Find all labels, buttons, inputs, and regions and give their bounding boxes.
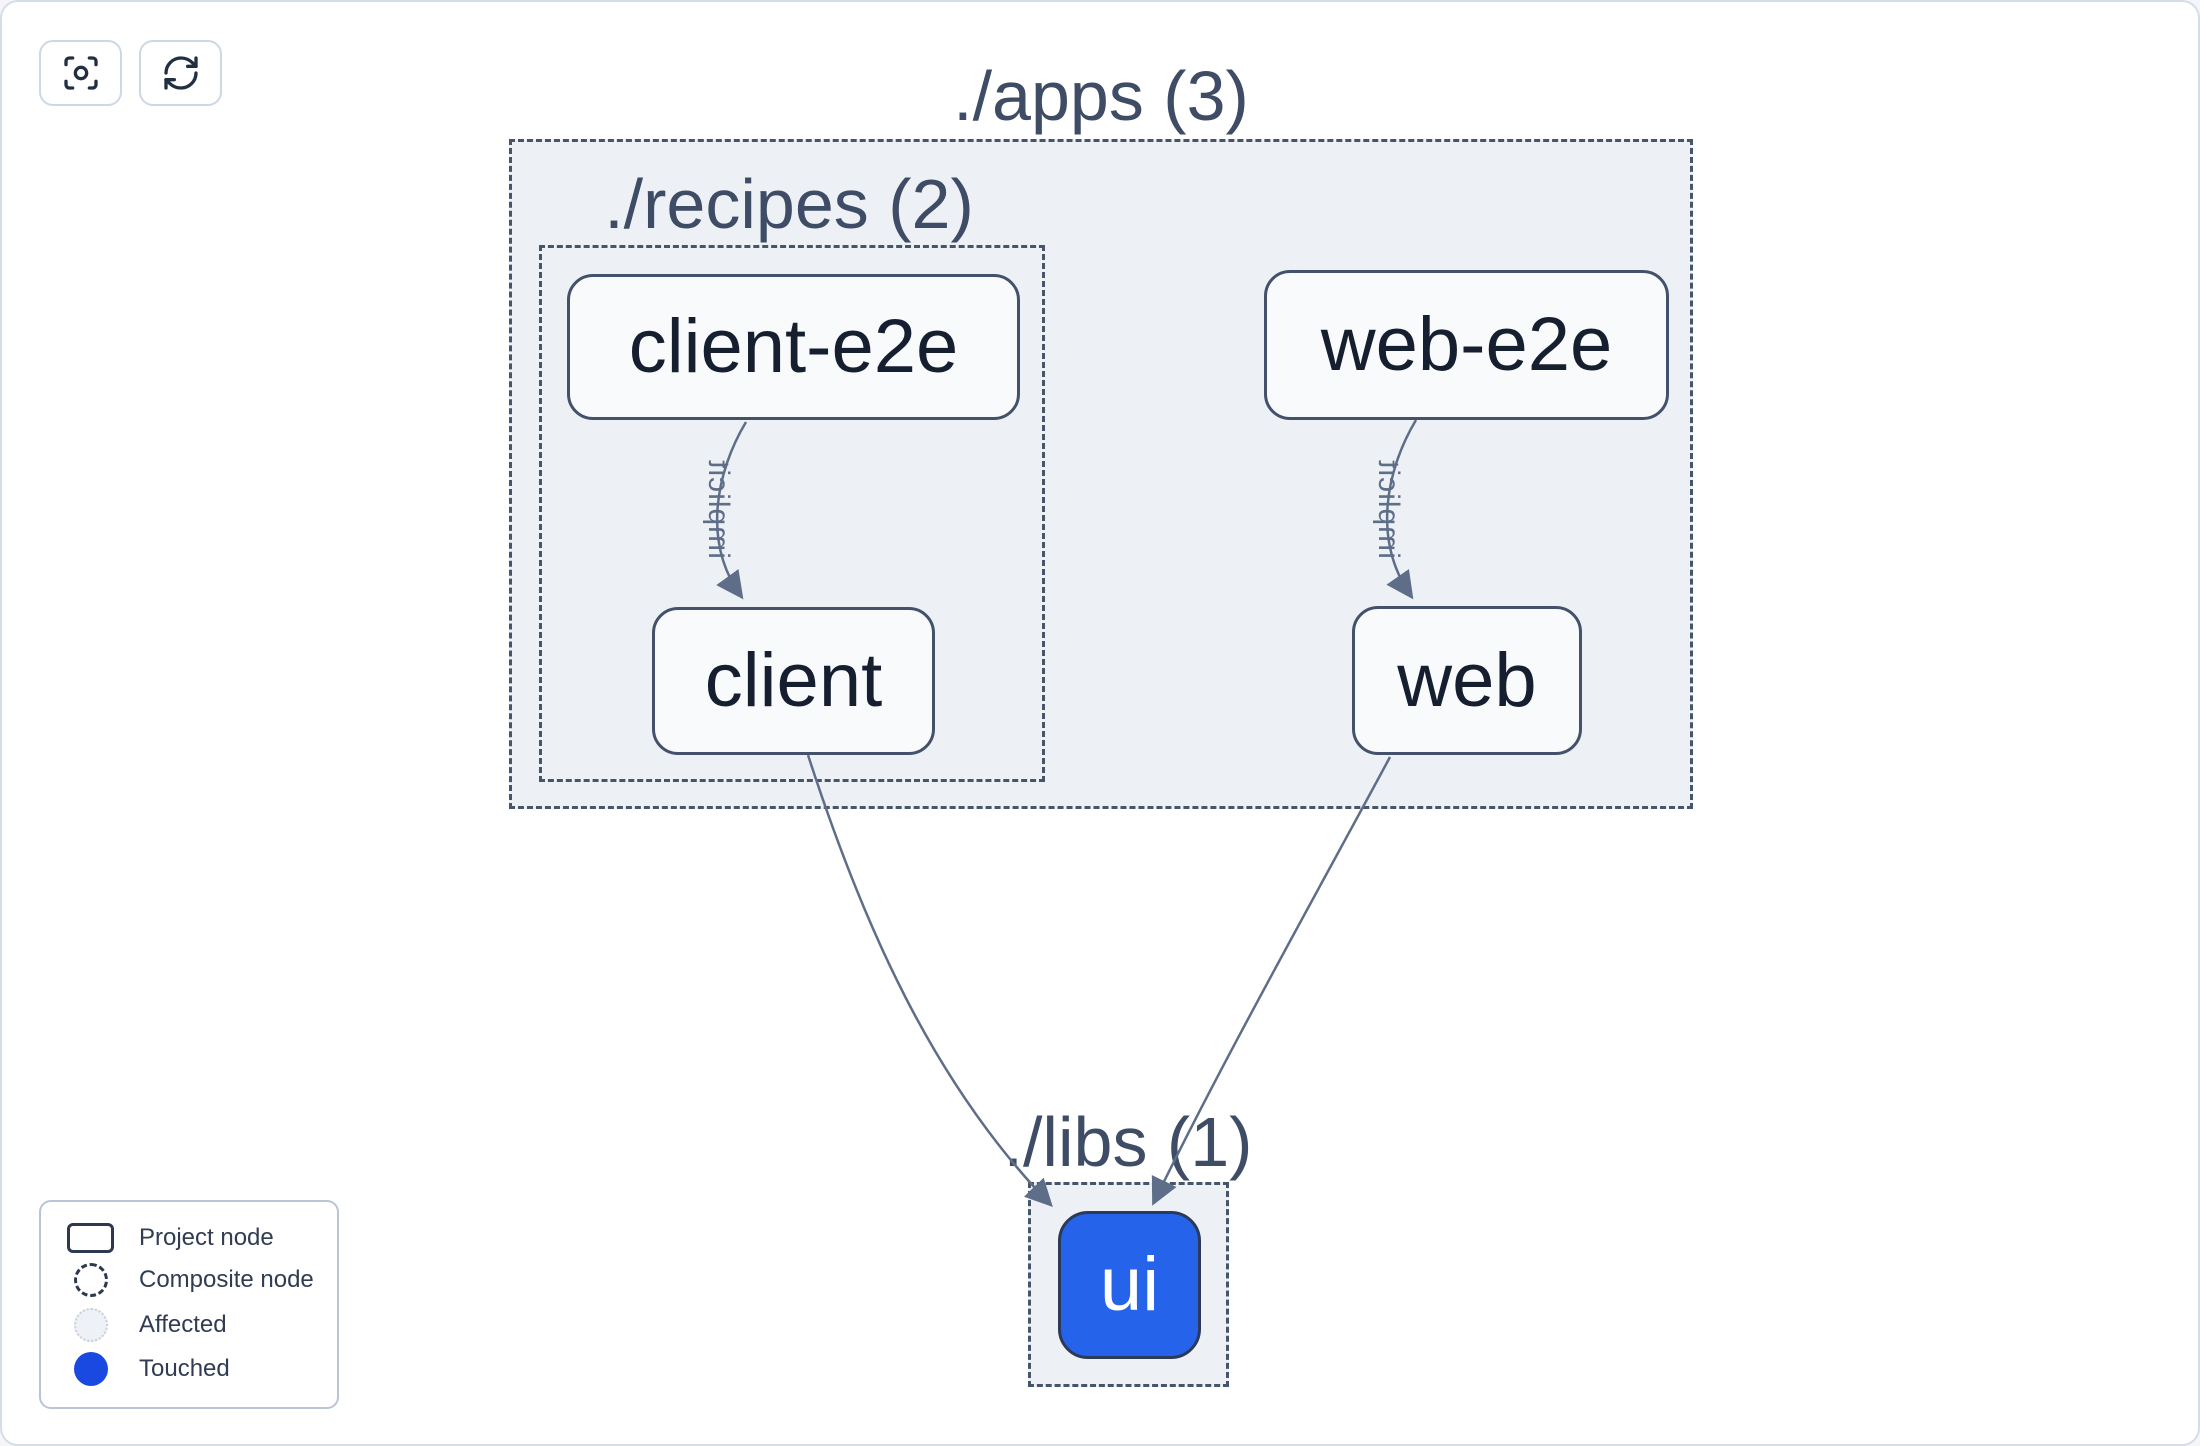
legend-label: Touched <box>139 1354 230 1382</box>
project-node-web-e2e[interactable]: web-e2e <box>1264 270 1669 420</box>
edge-label-implicit: implicit <box>702 459 735 559</box>
legend-item-composite-node: Composite node <box>67 1263 327 1298</box>
project-node-swatch-icon <box>67 1223 114 1254</box>
legend-item-project-node: Project node <box>67 1223 327 1254</box>
legend-label: Composite node <box>139 1266 314 1294</box>
group-title-recipes: ./recipes (2) <box>604 165 974 243</box>
legend-item-touched: Touched <box>67 1351 327 1386</box>
focus-icon <box>61 53 101 93</box>
refresh-button[interactable] <box>139 40 222 106</box>
focus-button[interactable] <box>39 40 122 106</box>
group-title-apps: ./apps (3) <box>953 57 1249 135</box>
affected-swatch-icon <box>73 1307 108 1342</box>
legend-label: Project node <box>139 1224 274 1252</box>
composite-node-swatch-icon <box>73 1263 108 1298</box>
project-node-client[interactable]: client <box>652 607 935 755</box>
project-node-ui-touched[interactable]: ui <box>1058 1211 1201 1359</box>
legend-item-affected: Affected <box>67 1307 327 1342</box>
project-node-client-e2e[interactable]: client-e2e <box>567 274 1020 420</box>
legend: Project node Composite node Affected Tou… <box>39 1200 339 1409</box>
project-node-web[interactable]: web <box>1352 606 1582 755</box>
touched-swatch-icon <box>73 1351 108 1386</box>
edge-label-implicit: implicit <box>1372 459 1405 559</box>
refresh-icon <box>161 53 201 93</box>
legend-label: Affected <box>139 1310 227 1338</box>
group-title-libs: ./libs (1) <box>1003 1103 1253 1181</box>
